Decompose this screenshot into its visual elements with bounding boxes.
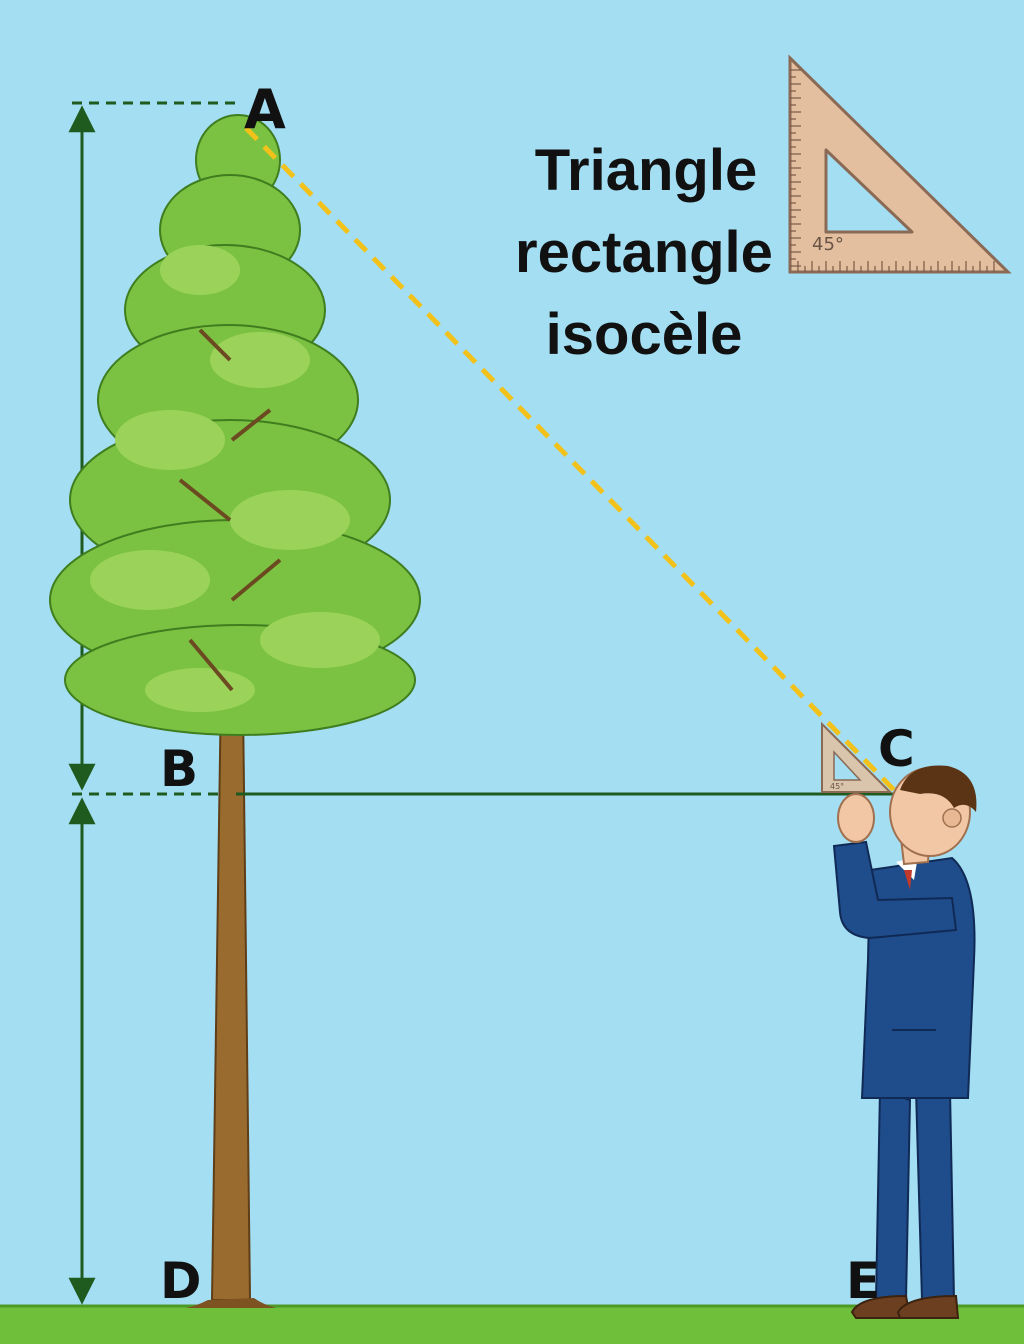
label-c: C	[878, 720, 915, 778]
label-b: B	[160, 740, 198, 798]
set-square-ruler-ticks	[790, 69, 995, 272]
person-leg-right	[914, 1089, 956, 1301]
title-line-2: rectangle	[515, 220, 773, 285]
label-e: E	[846, 1252, 880, 1310]
set-square-angle-label: 45°	[812, 234, 844, 255]
tree-foliage	[49, 114, 421, 736]
person-ear	[942, 808, 962, 828]
label-d: D	[160, 1252, 202, 1310]
set-square-illustration: 45°	[788, 54, 1012, 274]
title-line-3: isocèle	[546, 302, 743, 367]
person-tie	[904, 870, 912, 890]
person-jacket	[860, 856, 976, 1099]
title-line-1: Triangle	[535, 138, 757, 203]
small-set-square-angle-label: 45°	[830, 782, 844, 791]
label-a: A	[244, 78, 286, 141]
person-hand	[837, 793, 875, 843]
observer-person	[832, 765, 977, 1319]
tree-roots	[186, 1298, 276, 1308]
person-shoe-right	[896, 1294, 960, 1319]
small-set-square: 45°	[821, 721, 893, 793]
person-hair	[900, 765, 977, 812]
set-square-cutout	[824, 148, 914, 234]
tree	[49, 114, 421, 1308]
person-leg-left	[874, 1088, 912, 1301]
person-raised-arm	[832, 840, 958, 940]
small-set-square-cutout	[833, 750, 862, 781]
